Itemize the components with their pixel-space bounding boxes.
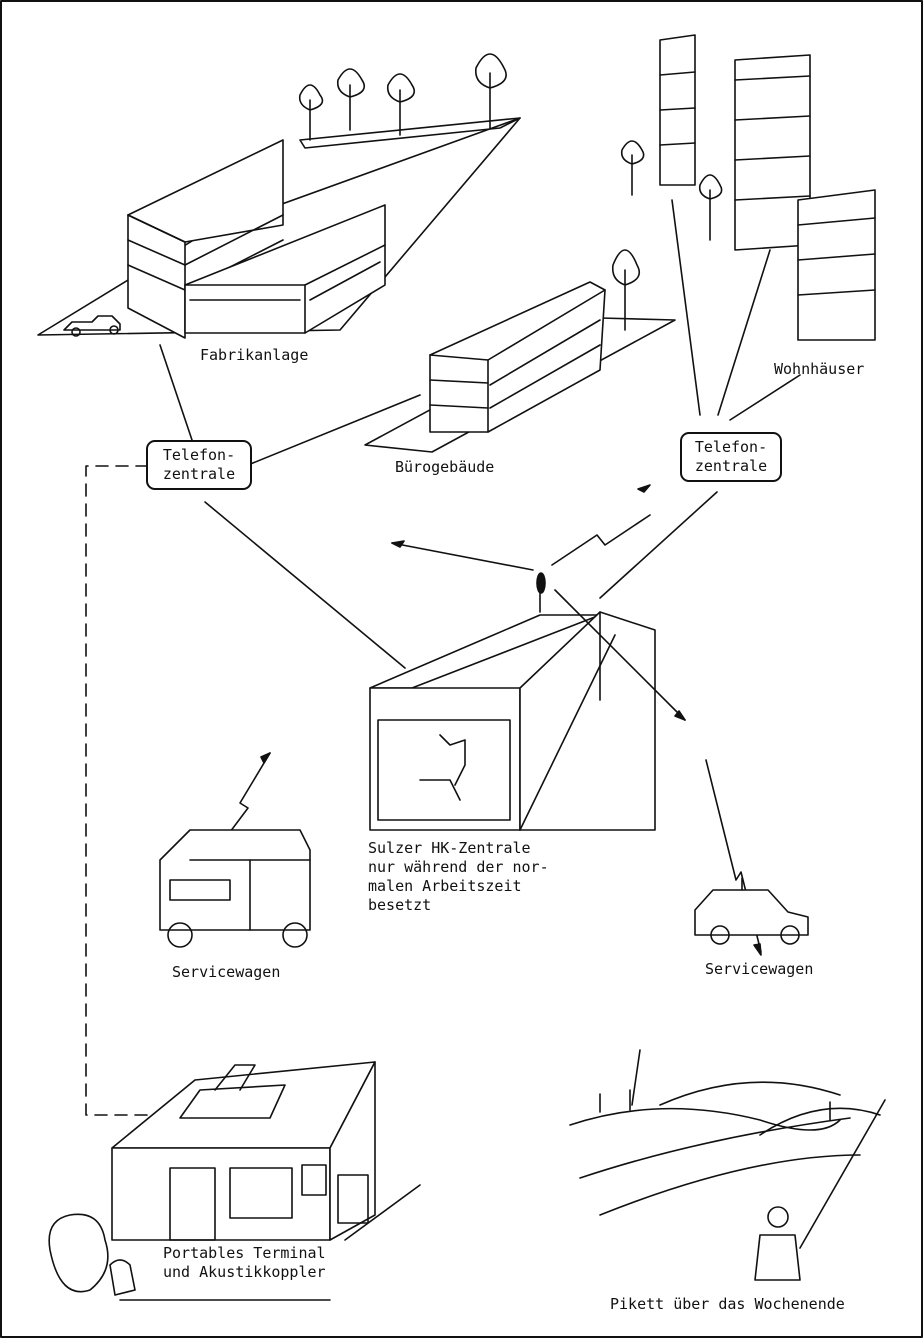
- label-van: Servicewagen: [172, 963, 281, 981]
- office-building: [364, 249, 676, 453]
- central-station-building: [369, 572, 656, 831]
- pbx-right: Telefon- zentrale: [680, 432, 782, 482]
- dashed-data-link: [85, 465, 186, 1116]
- hills-oncall-scene: [569, 1049, 886, 1281]
- label-center-line3: malen Arbeitszeit: [368, 877, 522, 895]
- label-terminal-line1: Portables Terminal: [163, 1244, 326, 1262]
- label-terminal-line2: und Akustikkoppler: [163, 1263, 326, 1281]
- label-center-line1: Sulzer HK-Zentrale: [368, 839, 531, 857]
- label-car: Servicewagen: [705, 960, 814, 978]
- label-office: Bürogebäude: [395, 458, 495, 476]
- label-oncall: Pikett über das Wochenende: [610, 1295, 845, 1313]
- factory-building: [37, 117, 521, 339]
- factory-trees: [298, 53, 507, 141]
- terminal-house: [48, 1061, 421, 1301]
- label-center-line2: nur während der nor-: [368, 858, 549, 876]
- label-housing: Wohnhäuser: [774, 360, 865, 378]
- label-factory: Fabrikanlage: [200, 346, 309, 364]
- pbx-left: Telefon- zentrale: [146, 440, 252, 490]
- service-van: [159, 829, 311, 948]
- apartment-towers: [620, 34, 876, 341]
- label-center-line4: besetzt: [368, 896, 432, 914]
- connection-lines: [159, 199, 801, 669]
- service-car: [694, 877, 809, 945]
